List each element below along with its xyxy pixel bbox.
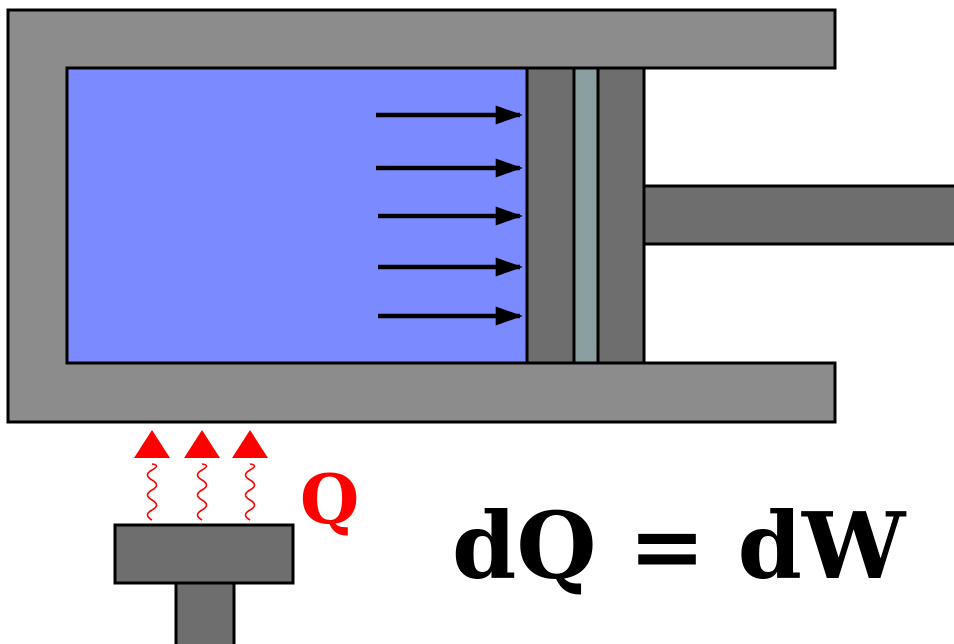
energy-equation: dQ = dW: [452, 492, 907, 600]
heat-arrow: [232, 430, 268, 521]
heat-source-plate: [113, 523, 295, 585]
heat-source-stem: [174, 580, 236, 644]
heat-flow-arrows: [134, 430, 268, 521]
piston-rod: [642, 184, 954, 246]
pressure-arrows: [376, 105, 523, 326]
heat-arrow: [184, 430, 220, 521]
heat-label: Q: [300, 460, 359, 540]
heat-arrow: [134, 430, 170, 521]
piston-ring: [572, 66, 600, 365]
